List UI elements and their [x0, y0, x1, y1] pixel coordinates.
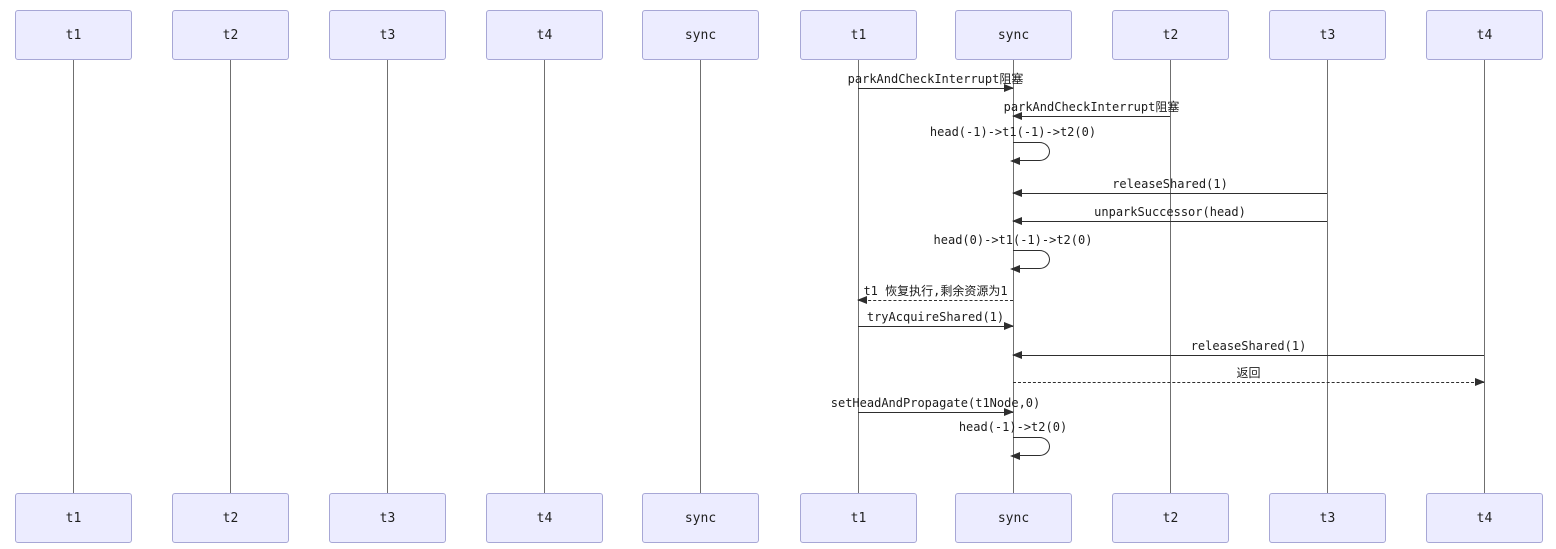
message-arrow [1012, 351, 1484, 359]
message-arrow [858, 322, 1014, 330]
actor-label: t2 [222, 27, 239, 43]
arrowhead-right-icon [1004, 408, 1014, 416]
arrowhead-left-icon [1012, 217, 1022, 225]
self-message-2: head(0)->t1(-1)->t2(0) [893, 233, 1133, 273]
arrowhead-left-icon [1012, 112, 1022, 120]
message-arrow [1012, 189, 1327, 197]
actor-label: t4 [1476, 510, 1493, 526]
actor-label: t3 [1319, 510, 1336, 526]
actor-bottom-t4-left: t4 [486, 493, 603, 543]
self-loop-arrow [1010, 437, 1050, 460]
message-arrow [858, 408, 1014, 416]
actor-label: t2 [222, 510, 239, 526]
lifeline-t4-left [544, 60, 545, 493]
arrowhead-left-icon [1010, 157, 1020, 165]
actor-label: t1 [65, 510, 82, 526]
actor-label: t1 [65, 27, 82, 43]
message-label: 返回 [1236, 366, 1261, 380]
message-label: releaseShared(1) [1112, 177, 1228, 191]
lifeline-t2-left [230, 60, 231, 493]
self-loop-arrow [1010, 142, 1050, 165]
actor-label: t1 [850, 27, 867, 43]
actor-top-t1: t1 [800, 10, 917, 60]
actor-label: sync [684, 510, 717, 526]
message-try-acquire: tryAcquireShared(1) [858, 309, 1014, 330]
actor-label: sync [997, 27, 1030, 43]
self-loop-arrow [1010, 250, 1050, 273]
message-label: head(-1)->t1(-1)->t2(0) [929, 125, 1097, 139]
actor-top-sync: sync [955, 10, 1072, 60]
actor-bottom-sync-left: sync [642, 493, 759, 543]
actor-label: t2 [1162, 27, 1179, 43]
message-label: setHeadAndPropagate(t1Node,0) [830, 396, 1041, 410]
arrowhead-right-icon [1004, 322, 1014, 330]
actor-bottom-t1: t1 [800, 493, 917, 543]
arrowhead-left-icon [1010, 265, 1020, 273]
actor-top-sync-left: sync [642, 10, 759, 60]
arrowhead-right-icon [1475, 378, 1485, 386]
actor-label: t3 [379, 27, 396, 43]
self-message-3: head(-1)->t2(0) [893, 420, 1133, 460]
self-message-1: head(-1)->t1(-1)->t2(0) [893, 125, 1133, 165]
lifeline-t1 [858, 60, 859, 493]
actor-top-t4: t4 [1426, 10, 1543, 60]
message-arrow [858, 84, 1014, 92]
actor-bottom-t1-left: t1 [15, 493, 132, 543]
message-park-t2: parkAndCheckInterrupt阻塞 [1004, 99, 1179, 120]
arrowhead-right-icon [1004, 84, 1014, 92]
actor-bottom-t3-left: t3 [329, 493, 446, 543]
actor-label: sync [684, 27, 717, 43]
message-label: tryAcquireShared(1) [866, 310, 1005, 324]
message-label: unparkSuccessor(head) [1094, 205, 1246, 219]
actor-label: t4 [536, 510, 553, 526]
arrowhead-left-icon [1012, 189, 1022, 197]
actor-bottom-t2-left: t2 [172, 493, 289, 543]
arrowhead-left-icon [857, 296, 867, 304]
actor-top-t2-left: t2 [172, 10, 289, 60]
actor-top-t4-left: t4 [486, 10, 603, 60]
arrowhead-left-icon [1010, 452, 1020, 460]
message-arrow [1012, 112, 1170, 120]
message-return: 返回 [1013, 365, 1485, 386]
message-set-head-propagate: setHeadAndPropagate(t1Node,0) [831, 395, 1040, 416]
actor-bottom-t2: t2 [1112, 493, 1229, 543]
message-unpark-successor: unparkSuccessor(head) [1012, 204, 1327, 225]
message-arrow [857, 296, 1013, 304]
message-label: releaseShared(1) [1190, 339, 1307, 353]
message-label: t1 恢复执行,剩余资源为1 [863, 284, 1008, 298]
message-arrow [1012, 217, 1327, 225]
lifeline-t2 [1170, 60, 1171, 493]
actor-label: t3 [1319, 27, 1336, 43]
message-t1-resume: t1 恢复执行,剩余资源为1 [857, 283, 1013, 304]
message-arrow [1013, 378, 1485, 386]
actor-top-t3: t3 [1269, 10, 1386, 60]
actor-label: t4 [536, 27, 553, 43]
message-label: head(-1)->t2(0) [958, 420, 1068, 434]
message-park-t1: parkAndCheckInterrupt阻塞 [848, 71, 1023, 92]
lifeline-t3-left [387, 60, 388, 493]
actor-label: t3 [379, 510, 396, 526]
message-release-t3: releaseShared(1) [1012, 176, 1327, 197]
lifeline-sync [1013, 60, 1014, 493]
message-label: parkAndCheckInterrupt阻塞 [1003, 100, 1180, 114]
message-release-t4: releaseShared(1) [1012, 338, 1484, 359]
arrowhead-left-icon [1012, 351, 1022, 359]
actor-top-t3-left: t3 [329, 10, 446, 60]
actor-label: t1 [850, 510, 867, 526]
actor-label: sync [997, 510, 1030, 526]
message-label: parkAndCheckInterrupt阻塞 [847, 72, 1024, 86]
actor-top-t2: t2 [1112, 10, 1229, 60]
actor-bottom-sync: sync [955, 493, 1072, 543]
actor-label: t4 [1476, 27, 1493, 43]
lifeline-t3 [1327, 60, 1328, 493]
actor-top-t1-left: t1 [15, 10, 132, 60]
message-label: head(0)->t1(-1)->t2(0) [933, 233, 1093, 247]
lifeline-t4 [1484, 60, 1485, 493]
actor-bottom-t3: t3 [1269, 493, 1386, 543]
lifeline-sync-left [700, 60, 701, 493]
actor-label: t2 [1162, 510, 1179, 526]
lifeline-t1-left [73, 60, 74, 493]
actor-bottom-t4: t4 [1426, 493, 1543, 543]
